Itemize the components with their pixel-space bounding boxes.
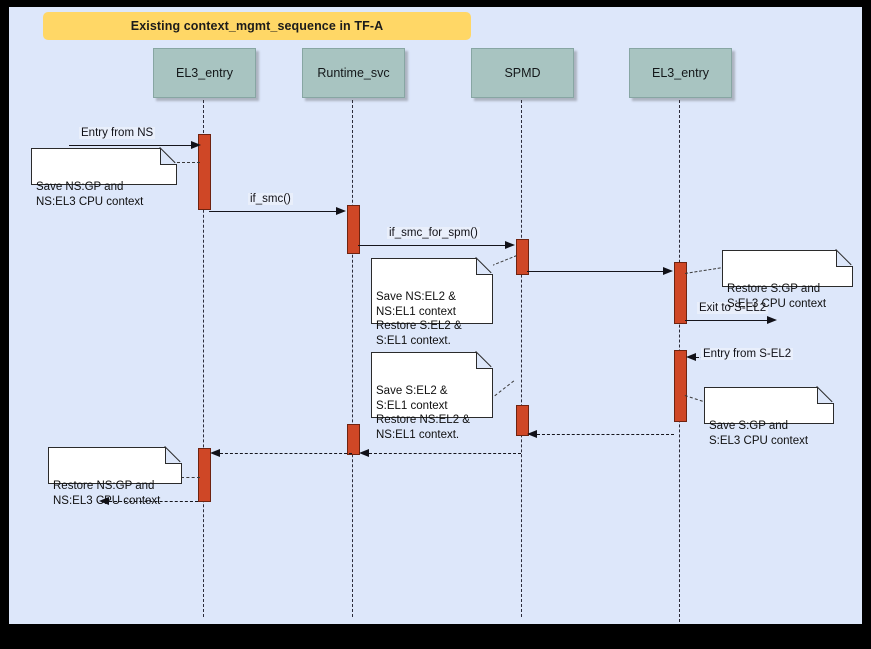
lifeline-runtime-svc bbox=[352, 100, 353, 617]
note-save-ns-gp: Save NS:GP and NS:EL3 CPU context bbox=[31, 148, 177, 208]
activation-el3-entry-1-second bbox=[198, 448, 211, 502]
note-fold-icon bbox=[476, 258, 493, 275]
message-arrowhead-return-el3-entry-to-external bbox=[99, 496, 109, 505]
note-fold-icon bbox=[160, 148, 177, 165]
note-restore-s-gp: Restore S:GP and S:EL3 CPU context bbox=[722, 250, 853, 310]
note-connector-restore-s-gp bbox=[685, 267, 721, 274]
lifeline-el3-entry-1 bbox=[203, 100, 204, 617]
message-arrowhead-return-runtime-svc-to-el3-entry bbox=[210, 448, 220, 457]
note-save-s-el2: Save S:EL2 & S:EL1 context Restore NS:EL… bbox=[371, 352, 493, 441]
activation-runtime-svc-first bbox=[347, 205, 360, 254]
activation-el3-entry-2-first bbox=[674, 262, 687, 324]
message-line-spmd-to-el3-entry-2 bbox=[527, 271, 664, 272]
activation-el3-entry-1-first bbox=[198, 134, 211, 210]
message-arrowhead-return-spmd-to-runtime-svc bbox=[359, 448, 369, 457]
message-line-if-smc-for-spm bbox=[358, 245, 506, 246]
participant-label: SPMD bbox=[504, 66, 541, 80]
message-label-if-smc: if_smc() bbox=[248, 193, 293, 205]
participant-el3-entry-2[interactable]: EL3_entry bbox=[629, 48, 732, 98]
note-restore-ns-gp: Restore NS:GP and NS:EL3 CPU context bbox=[48, 447, 182, 507]
diagram-title-box: Existing context_mgmt_sequence in TF-A bbox=[43, 12, 471, 40]
note-text: Restore NS:GP and NS:EL3 CPU context bbox=[53, 480, 161, 507]
note-connector-save-ns-gp bbox=[167, 162, 200, 163]
activation-runtime-svc-second bbox=[347, 424, 360, 455]
message-arrowhead-return-el3-entry-2-to-spmd bbox=[527, 429, 537, 438]
message-label-entry-from-ns: Entry from NS bbox=[79, 127, 156, 139]
message-line-exit-to-s-el2 bbox=[685, 320, 769, 321]
message-arrowhead-spmd-to-el3-entry-2 bbox=[663, 266, 673, 275]
message-line-entry-from-ns bbox=[69, 145, 193, 146]
note-fold-icon bbox=[476, 352, 493, 369]
message-label-if-smc-for-spm: if_smc_for_spm() bbox=[387, 227, 480, 239]
activation-spmd-first bbox=[516, 239, 529, 275]
sequence-diagram-surface: Existing context_mgmt_sequence in TF-A E… bbox=[9, 7, 862, 624]
message-arrowhead-exit-to-s-el2 bbox=[767, 315, 777, 324]
participant-label: EL3_entry bbox=[652, 66, 709, 80]
message-line-return-runtime-svc-to-el3-entry bbox=[220, 453, 352, 454]
note-save-ns-el2: Save NS:EL2 & NS:EL1 context Restore S:E… bbox=[371, 258, 493, 347]
note-fold-icon bbox=[165, 447, 182, 464]
message-arrowhead-entry-from-ns bbox=[191, 140, 201, 149]
message-arrowhead-entry-from-s-el2 bbox=[686, 352, 696, 361]
message-line-if-smc bbox=[209, 211, 337, 212]
note-text: Save NS:EL2 & NS:EL1 context Restore S:E… bbox=[376, 291, 462, 347]
message-line-return-el3-entry-to-external bbox=[109, 501, 198, 502]
lifeline-spmd bbox=[521, 100, 522, 617]
message-line-return-spmd-to-runtime-svc bbox=[369, 453, 521, 454]
note-fold-icon bbox=[817, 387, 834, 404]
participant-label: EL3_entry bbox=[176, 66, 233, 80]
note-fold-icon bbox=[836, 250, 853, 267]
note-save-s-gp: Save S:GP and S:EL3 CPU context bbox=[704, 387, 834, 447]
note-text: Save S:GP and S:EL3 CPU context bbox=[709, 420, 809, 447]
note-connector-restore-ns-gp bbox=[181, 477, 200, 478]
participant-spmd[interactable]: SPMD bbox=[471, 48, 574, 98]
participant-label: Runtime_svc bbox=[317, 66, 390, 80]
note-text: Save S:EL2 & S:EL1 context Restore NS:EL… bbox=[376, 385, 470, 441]
message-label-entry-from-s-el2: Entry from S-EL2 bbox=[701, 348, 794, 360]
participant-el3-entry-1[interactable]: EL3_entry bbox=[153, 48, 256, 98]
message-line-return-el3-entry-2-to-spmd bbox=[537, 434, 674, 435]
diagram-title: Existing context_mgmt_sequence in TF-A bbox=[130, 19, 384, 33]
note-text: Restore S:GP and S:EL3 CPU context bbox=[727, 283, 827, 310]
message-label-exit-to-s-el2: Exit to S-EL2 bbox=[697, 302, 769, 314]
activation-el3-entry-2-second bbox=[674, 350, 687, 422]
activation-spmd-second bbox=[516, 405, 529, 436]
message-arrowhead-if-smc bbox=[336, 206, 346, 215]
note-text: Save NS:GP and NS:EL3 CPU context bbox=[36, 181, 144, 208]
participant-runtime-svc[interactable]: Runtime_svc bbox=[302, 48, 405, 98]
message-arrowhead-if-smc-for-spm bbox=[505, 240, 515, 249]
